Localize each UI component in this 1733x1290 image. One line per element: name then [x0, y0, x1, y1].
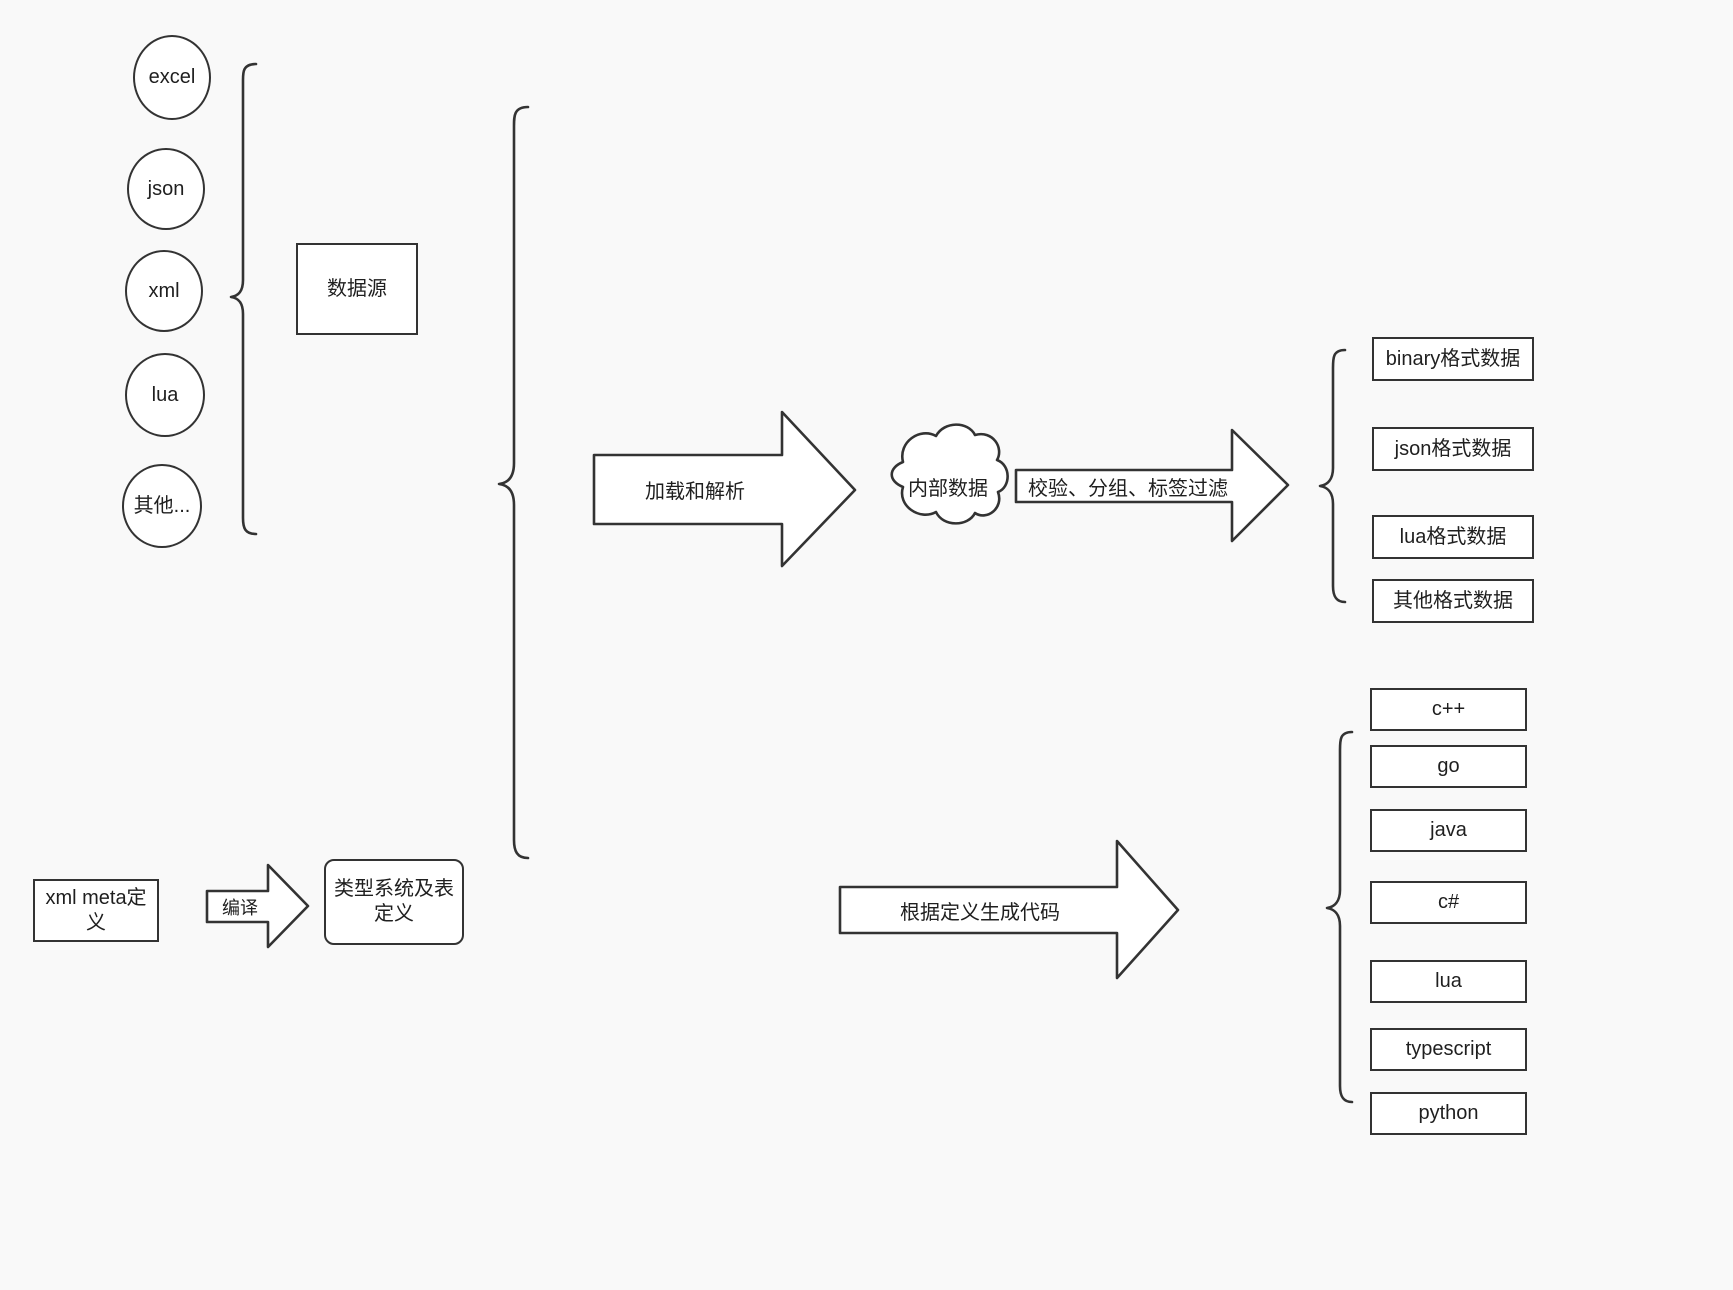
output-format-label: 其他格式数据 — [1393, 589, 1513, 612]
output-format-box-lua[interactable]: lua格式数据 — [1372, 515, 1534, 559]
load-parse-arrow — [592, 410, 857, 568]
internal-data-cloud — [890, 423, 1009, 525]
generate-code-arrow-label: 根据定义生成代码 — [845, 888, 1115, 932]
output-format-box-binary[interactable]: binary格式数据 — [1372, 337, 1534, 381]
output-format-label: lua格式数据 — [1399, 525, 1507, 548]
output-language-label: java — [1430, 819, 1467, 841]
output-language-box-cpp[interactable]: c++ — [1370, 688, 1527, 731]
output-format-box-other[interactable]: 其他格式数据 — [1372, 579, 1534, 623]
validate-filter-arrow — [1014, 428, 1290, 543]
compile-arrow-text: 编译 — [222, 898, 258, 918]
load-parse-arrow-label: 加载和解析 — [600, 466, 790, 512]
source-node-label: json — [147, 177, 185, 200]
source-node-other[interactable]: 其他... — [122, 464, 202, 548]
validate-filter-arrow-label: 校验、分组、标签过滤 — [1020, 465, 1236, 507]
languages-brace — [1325, 730, 1354, 1104]
source-node-label: 其他... — [133, 494, 191, 517]
output-format-label: binary格式数据 — [1385, 347, 1521, 370]
source-node-label: excel — [148, 66, 196, 88]
output-language-box-python[interactable]: python — [1370, 1092, 1527, 1135]
output-language-label: lua — [1435, 970, 1462, 992]
output-format-label: json格式数据 — [1394, 437, 1512, 460]
load-parse-arrow-text: 加载和解析 — [645, 480, 745, 503]
internal-data-cloud-text: 内部数据 — [908, 477, 988, 500]
type-system-label: 类型系统及表定义 — [334, 878, 454, 925]
output-language-label: typescript — [1405, 1038, 1492, 1060]
internal-data-cloud-label: 内部数据 — [893, 463, 1003, 509]
output-language-box-go[interactable]: go — [1370, 745, 1527, 788]
source-node-excel[interactable]: excel — [133, 35, 211, 120]
sources-brace — [229, 62, 258, 536]
formats-brace — [1318, 348, 1347, 604]
source-node-json[interactable]: json — [127, 148, 205, 230]
generate-code-arrow — [838, 839, 1180, 980]
input-brace — [497, 105, 530, 860]
xml-meta-definition-label: xml meta定义 — [45, 886, 147, 934]
output-language-label: c# — [1437, 891, 1460, 913]
output-format-box-json[interactable]: json格式数据 — [1372, 427, 1534, 471]
output-language-box-csharp[interactable]: c# — [1370, 881, 1527, 924]
compile-arrow — [205, 863, 310, 949]
data-source-box[interactable]: 数据源 — [296, 243, 418, 335]
output-language-box-java[interactable]: java — [1370, 809, 1527, 852]
data-source-label: 数据源 — [327, 277, 387, 300]
output-language-box-typescript[interactable]: typescript — [1370, 1028, 1527, 1071]
source-node-label: lua — [151, 383, 179, 406]
xml-meta-definition-box[interactable]: xml meta定义 — [33, 879, 159, 942]
output-language-label: python — [1418, 1102, 1479, 1124]
source-node-lua[interactable]: lua — [125, 353, 205, 437]
generate-code-arrow-text: 根据定义生成代码 — [900, 901, 1060, 924]
output-language-label: c++ — [1431, 698, 1466, 720]
type-system-box[interactable]: 类型系统及表定义 — [324, 859, 464, 945]
output-language-box-lua[interactable]: lua — [1370, 960, 1527, 1003]
source-node-xml[interactable]: xml — [125, 250, 203, 332]
validate-filter-arrow-text: 校验、分组、标签过滤 — [1028, 477, 1228, 500]
output-language-label: go — [1437, 755, 1460, 777]
compile-arrow-label: 编译 — [210, 892, 270, 922]
source-node-label: xml — [148, 279, 180, 302]
